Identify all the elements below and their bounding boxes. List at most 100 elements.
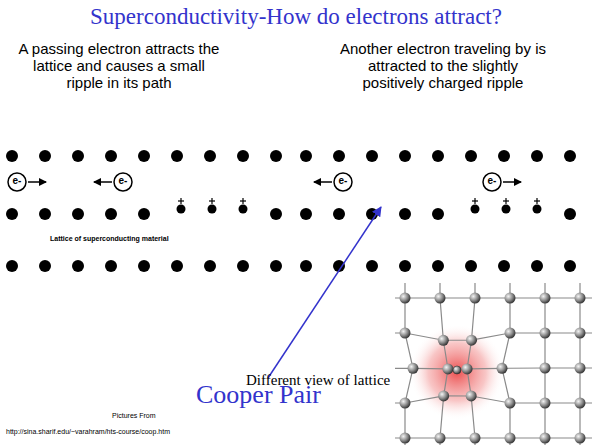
- lattice-ion: [6, 260, 18, 272]
- caption-text: A passing electron attracts the lattice …: [14, 40, 224, 91]
- lattice-ion: [432, 208, 444, 220]
- lattice-ion: [399, 150, 411, 162]
- lattice-ion: [435, 433, 446, 444]
- lattice-ion: [575, 398, 586, 409]
- leader-line: [268, 207, 381, 378]
- lattice-ion: [564, 208, 576, 220]
- charge-cloud: [409, 324, 505, 420]
- slide-title: Superconductivity-How do electrons attra…: [0, 4, 592, 30]
- lattice-ion: [6, 150, 18, 162]
- lattice-ion: [564, 150, 576, 162]
- lattice-ion: [432, 150, 444, 162]
- lattice-ion: [575, 293, 586, 304]
- lattice-ion: [505, 433, 516, 444]
- lattice-ion: [432, 260, 444, 272]
- lattice-ion: [505, 293, 516, 304]
- lattice-ion: [39, 150, 51, 162]
- motion-arrow: [314, 181, 332, 183]
- lattice-ion: [270, 208, 282, 220]
- lattice-ion: [531, 260, 543, 272]
- lattice-bond: [395, 437, 592, 438]
- lattice-ion: [300, 208, 312, 220]
- lattice-ion: [138, 208, 150, 220]
- lattice-ion: [407, 363, 418, 374]
- plus-mark: [474, 198, 475, 204]
- electron-label: e-: [13, 175, 22, 187]
- lattice-ion: [204, 260, 216, 272]
- lattice-ion: [540, 363, 551, 374]
- lattice-ion: [466, 390, 477, 401]
- electron: [114, 173, 132, 191]
- lattice-ion: [498, 150, 510, 162]
- lattice-ion: [399, 208, 411, 220]
- lattice-ion: [138, 150, 150, 162]
- motion-arrow: [503, 181, 521, 183]
- lattice-ion: [138, 260, 150, 272]
- lattice-ion: [498, 260, 510, 272]
- lattice-ion: [540, 398, 551, 409]
- lattice-ion: [435, 293, 446, 304]
- lattice-ion: [465, 150, 477, 162]
- lattice-ion: [171, 150, 183, 162]
- lattice-bond: [395, 333, 592, 340]
- motion-arrow: [28, 181, 46, 183]
- lattice-ion: [105, 150, 117, 162]
- lattice-ion: [270, 150, 282, 162]
- lattice-ion: [39, 260, 51, 272]
- displaced-ion: [177, 205, 186, 214]
- lattice-ion: [540, 328, 551, 339]
- displaced-ion: [239, 205, 248, 214]
- lattice-ion: [540, 293, 551, 304]
- lattice-ion: [465, 260, 477, 272]
- lattice-ion: [438, 390, 449, 401]
- lattice-ion: [438, 335, 449, 346]
- displaced-ion: [208, 205, 217, 214]
- lattice-ion: [497, 363, 508, 374]
- lattice-ion: [6, 208, 18, 220]
- electron: [8, 173, 26, 191]
- lattice-ion: [237, 150, 249, 162]
- lattice-ion: [72, 208, 84, 220]
- lattice-bond: [395, 396, 592, 403]
- lattice-ion: [366, 260, 378, 272]
- plus-mark: [505, 198, 506, 204]
- electron: [334, 173, 352, 191]
- view-label: Different view of lattice: [246, 372, 390, 389]
- source-note: Pictures From: [112, 412, 156, 420]
- lattice-ion: [39, 208, 51, 220]
- lattice-ion: [575, 328, 586, 339]
- lattice-ion: [470, 433, 481, 444]
- lattice-ion: [237, 260, 249, 272]
- displaced-ion: [533, 205, 542, 214]
- lattice-ion: [333, 150, 345, 162]
- lattice-ion: [466, 335, 477, 346]
- lattice-ion: [400, 398, 411, 409]
- lattice-bond: [395, 297, 592, 298]
- lattice-ion: [333, 208, 345, 220]
- plus-mark: [180, 198, 181, 204]
- motion-arrow: [94, 181, 112, 183]
- plus-mark: [242, 198, 243, 204]
- lattice-ion: [72, 150, 84, 162]
- lattice-ion: [505, 398, 516, 409]
- plus-mark: [536, 198, 537, 204]
- electron-label: e-: [488, 175, 497, 187]
- lattice-ion: [72, 260, 84, 272]
- lattice-ion: [300, 260, 312, 272]
- lattice-ion: [105, 260, 117, 272]
- lattice-ion: [442, 363, 453, 374]
- source-url: http://sina.sharif.edu/~varahram/hts-cou…: [6, 428, 170, 436]
- lattice-ion: [400, 433, 411, 444]
- electron-label: e-: [119, 175, 128, 187]
- lattice-ion: [270, 260, 282, 272]
- lattice-label: Lattice of superconducting material: [50, 235, 169, 243]
- displaced-ion: [502, 205, 511, 214]
- lattice-ion: [105, 208, 117, 220]
- lattice-bond: [395, 367, 592, 369]
- lattice-ion: [575, 433, 586, 444]
- lattice-ion: [564, 260, 576, 272]
- electron: [483, 173, 501, 191]
- lattice-ion: [505, 328, 516, 339]
- lattice-ion: [204, 150, 216, 162]
- lattice-ion: [540, 433, 551, 444]
